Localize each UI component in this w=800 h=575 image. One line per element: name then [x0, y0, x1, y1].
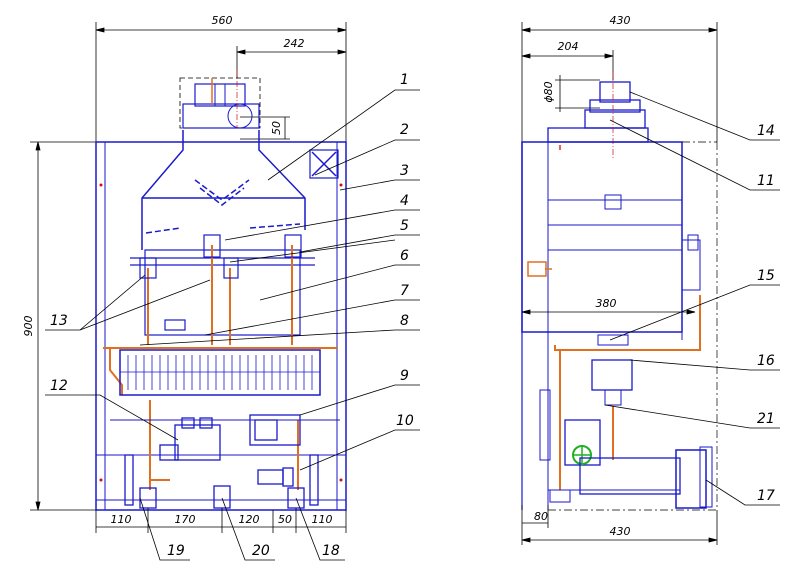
dim-bottom-2: 170	[175, 513, 196, 526]
dim-side-flue-offset-label: 204	[558, 40, 579, 53]
dim-flue-height-label: 50	[270, 121, 283, 135]
callout-9: 9	[400, 368, 409, 384]
callout-1: 1	[400, 72, 409, 88]
side-lower	[539, 295, 717, 511]
callout-13: 13	[50, 313, 68, 329]
callout-5: 5	[400, 218, 409, 234]
callout-8: 8	[400, 313, 409, 329]
callout-4: 4	[400, 193, 409, 209]
dim-bottom-1: 110	[111, 513, 132, 526]
burner	[119, 349, 321, 396]
dim-side-flue-offset	[521, 50, 614, 80]
flue-outlet	[179, 70, 261, 129]
callout-12: 12	[50, 378, 68, 394]
dim-bottom-4: 50	[278, 513, 292, 526]
leader-lines-front	[45, 89, 420, 561]
top-fittings	[139, 234, 302, 279]
draught-hood	[141, 130, 339, 250]
dim-bottom	[95, 508, 347, 533]
callout-16: 15	[757, 268, 775, 284]
dim-overall-height	[30, 141, 100, 511]
callout-2: 2	[400, 122, 409, 138]
callout-15: 14	[757, 123, 775, 139]
dim-bottom-3: 120	[239, 513, 260, 526]
callout-21: 21	[757, 411, 775, 427]
dim-side-depth-top	[521, 22, 718, 142]
callout-3: 3	[400, 163, 409, 179]
dim-side-depth-top-label: 430	[610, 14, 631, 27]
dim-side-bottom	[521, 505, 718, 545]
heat-exchanger	[130, 249, 315, 336]
dim-bottom-5: 110	[312, 513, 333, 526]
dim-flue-diameter	[555, 75, 600, 112]
callout-11: 17	[757, 488, 775, 504]
dim-overall-height-label: 900	[22, 316, 35, 337]
callouts-side: 14 11 15 16 21 17	[757, 123, 775, 504]
dim-flue-height	[240, 116, 290, 140]
callout-7: 7	[400, 283, 409, 299]
pipes	[103, 245, 338, 490]
callout-20: 20	[252, 543, 270, 559]
side-body	[521, 141, 718, 510]
dim-inner-width-label: 380	[596, 297, 617, 310]
dim-flue-offset	[236, 46, 347, 78]
callout-19: 19	[167, 543, 185, 559]
callout-14: 11	[757, 173, 775, 189]
dim-flue-offset-label: 242	[284, 37, 305, 50]
dim-side-depth-bottom-label: 430	[610, 525, 631, 538]
callout-6: 6	[400, 248, 409, 264]
callout-18: 18	[322, 543, 340, 559]
side-view: 430 204 ϕ80	[521, 14, 780, 545]
casing	[95, 141, 347, 511]
gas-valve	[110, 414, 340, 487]
callout-10: 10	[396, 413, 414, 429]
side-flue	[547, 72, 649, 160]
dim-flue-diameter-label: ϕ80	[542, 81, 555, 102]
front-view: 560 242 50 900	[22, 14, 420, 561]
dim-inner-width	[521, 309, 696, 315]
callout-17: 16	[757, 353, 775, 369]
dim-overall-width	[95, 22, 347, 142]
leader-lines-side	[604, 91, 780, 506]
dim-side-bottom-left-label: 80	[534, 510, 548, 523]
callouts-front: 1 2 3 4 5 6 7 8 9 10 12 13 18 19 20	[50, 72, 414, 559]
dim-overall-width-label: 560	[212, 14, 233, 27]
